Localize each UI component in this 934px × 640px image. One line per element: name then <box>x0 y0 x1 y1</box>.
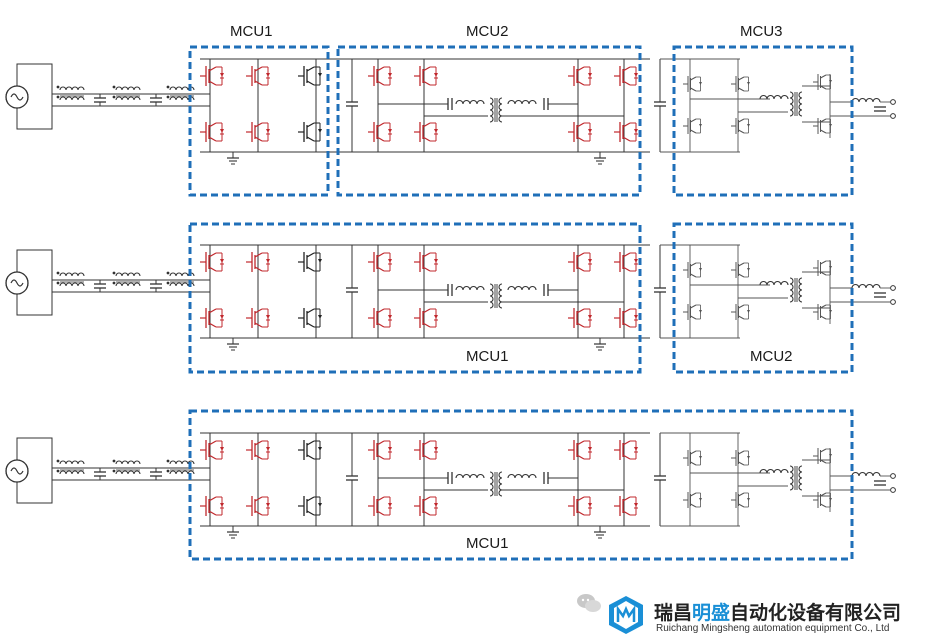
row-3-circuit <box>6 433 895 538</box>
row-1-mcu2-box <box>336 45 642 197</box>
row-3-boxes: MCU1 <box>188 409 854 561</box>
company-name-cn: 瑞昌明盛自动化设备有限公司 <box>654 598 901 625</box>
company-logo-icon <box>609 596 643 634</box>
row-2-mcu2-box <box>672 222 854 374</box>
row-2-mcu2-label: MCU2 <box>750 348 793 365</box>
row-2-mcu1-label: MCU1 <box>466 348 509 365</box>
row-1-mcu3-label: MCU3 <box>740 23 783 40</box>
row-3-mcu1-box <box>188 409 854 561</box>
company-name-en: Ruichang Mingsheng automation equipment … <box>656 623 890 634</box>
company-name-cn-prefix: 瑞昌 <box>654 602 693 624</box>
row-1-mcu3-box <box>672 45 854 197</box>
row-1-boxes: MCU1 MCU2 MCU3 <box>188 23 854 197</box>
row-2-circuit <box>6 245 895 350</box>
wechat-icon <box>577 594 601 612</box>
row-2-boxes: MCU1 MCU2 <box>188 222 854 374</box>
row-2-mcu1-box <box>188 222 642 374</box>
row-3-mcu1-label: MCU1 <box>466 535 509 552</box>
row-1-mcu1-label: MCU1 <box>230 23 273 40</box>
row-1-mcu2-label: MCU2 <box>466 23 509 40</box>
row-1-mcu1-box <box>188 45 330 197</box>
company-name-cn-highlight: 明盛 <box>692 602 731 624</box>
row-1-circuit <box>6 59 895 164</box>
company-name-cn-suffix: 自动化设备有限公司 <box>730 602 902 624</box>
